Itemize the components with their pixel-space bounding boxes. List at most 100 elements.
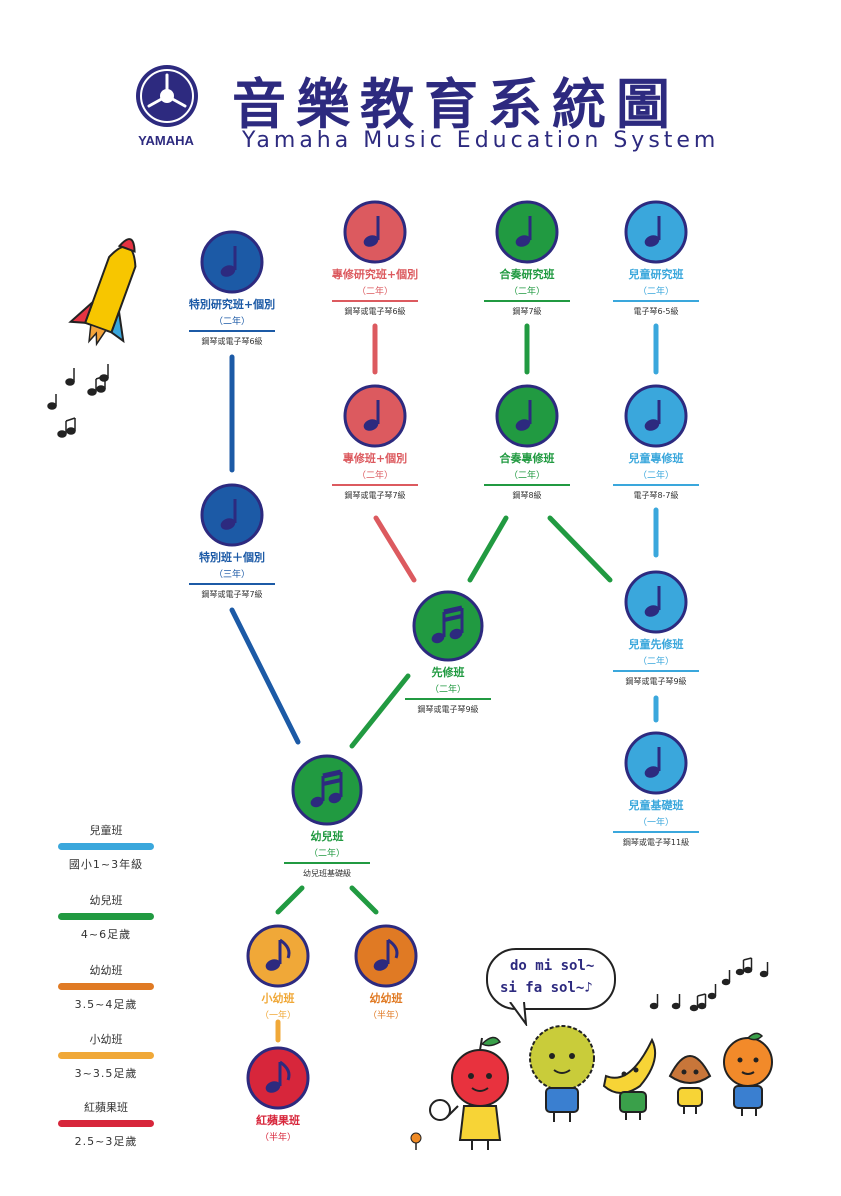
node-label-tebie_yanjiu: 特別研究班+個別 （二年） 鋼琴或電子琴6級	[157, 296, 307, 347]
node-xiaoyou	[246, 924, 310, 988]
node-label-hezou_zhuanxiu: 合奏專修班（二年）鋼琴8級	[452, 450, 602, 501]
legend-color-bar	[58, 983, 154, 990]
node-divider	[405, 698, 491, 700]
rocket-music-notes	[47, 364, 109, 438]
speech-bubble: do mi sol~ si fa sol~♪	[486, 948, 616, 1010]
node-label-zhuanxiu: 專修班+個別（二年）鋼琴或電子琴7級	[300, 450, 450, 501]
legend-age: 4~6足歲	[80, 928, 132, 941]
node-label-tebie: 特別班＋個別（三年）鋼琴或電子琴7級	[157, 549, 307, 600]
node-duration: （二年）	[213, 317, 250, 327]
legend-name: 紅蘋果班	[84, 1101, 128, 1114]
node-name: 特別研究班+個別	[188, 298, 276, 311]
legend-age: 2.5~3足歲	[74, 1135, 138, 1148]
node-circle-zhuanxiu	[343, 384, 407, 448]
quarter-note-icon	[515, 216, 532, 247]
node-divider	[613, 484, 699, 486]
eighth-note-icon	[373, 938, 399, 971]
node-label-zhuanxiu_yanjiu: 專修研究班+個別（二年）鋼琴或電子琴6級	[300, 266, 450, 317]
node-hongpingguo	[246, 1046, 310, 1110]
node-circle-ertong_jichu	[624, 731, 688, 795]
connector-segment-1	[467, 515, 509, 583]
chestnut-character	[668, 1055, 712, 1114]
legend-name: 小幼班	[89, 1033, 123, 1046]
node-level: 鋼琴7級	[512, 307, 542, 316]
durian-character	[529, 1025, 595, 1122]
node-ertong_yanjiu	[624, 200, 688, 264]
connector-lines	[229, 323, 659, 1043]
node-label-xianxiu: 先修班（二年）鋼琴或電子琴9級	[373, 664, 523, 715]
node-level: 鋼琴或電子琴9級	[625, 677, 687, 686]
legend-color-bar	[58, 1052, 154, 1059]
flower-doodle	[410, 1132, 422, 1150]
node-duration: （二年）	[508, 471, 545, 481]
orange-character	[723, 1032, 773, 1116]
node-label-hongpingguo: 紅蘋果班 （半年）	[203, 1112, 353, 1143]
node-divider	[332, 484, 418, 486]
characters-music-notes	[649, 957, 769, 1012]
node-name: 兒童基礎班	[628, 799, 684, 812]
connector-segment-6	[349, 885, 379, 915]
node-divider	[613, 670, 699, 672]
node-tebie_yanjiu	[200, 230, 264, 294]
node-name: 兒童研究班	[628, 268, 684, 281]
node-level: 鋼琴或電子琴6級	[201, 337, 263, 346]
page-title: 音樂教育系統圖	[232, 73, 680, 136]
node-youyou	[354, 924, 418, 988]
node-duration: （二年）	[637, 287, 674, 297]
node-divider	[613, 831, 699, 833]
eighth-note-icon	[265, 1060, 291, 1093]
node-duration: （二年）	[508, 287, 545, 297]
eighth-notes-icon	[310, 769, 343, 808]
quarter-note-icon	[363, 216, 380, 247]
quarter-note-icon	[515, 400, 532, 431]
node-name: 先修班	[431, 666, 465, 679]
node-circles	[200, 200, 688, 1110]
node-duration: （二年）	[637, 471, 674, 481]
connector-segment-4	[349, 673, 411, 749]
node-circle-ertong_zhuanxiu	[624, 384, 688, 448]
connector-segment-5	[275, 885, 305, 915]
node-circle-hezou_yanjiu	[495, 200, 559, 264]
legend-item: 小幼班 3~3.5足歲	[58, 1031, 154, 1081]
quarter-note-icon	[644, 400, 661, 431]
page-subtitle: Yamaha Music Education System	[242, 128, 720, 153]
speech-bubble-line-2: si fa sol~♪	[500, 980, 593, 996]
node-ertong_jichu	[624, 731, 688, 795]
node-name: 紅蘋果班	[256, 1114, 300, 1127]
node-duration: （一年）	[259, 1011, 296, 1021]
node-name: 幼幼班	[369, 992, 403, 1005]
node-duration: （二年）	[429, 685, 466, 695]
legend-item: 紅蘋果班 2.5~3足歲	[58, 1099, 154, 1149]
connector-segment-0	[373, 515, 417, 583]
legend-age: 3~3.5足歲	[74, 1067, 138, 1080]
node-level: 鋼琴或電子琴11級	[622, 838, 690, 847]
legend-name: 幼幼班	[89, 964, 123, 977]
node-duration: （半年）	[259, 1133, 296, 1143]
node-label-youer: 幼兒班（二年）幼兒班基礎級	[252, 828, 402, 879]
node-duration: （二年）	[637, 657, 674, 667]
node-zhuanxiu_yanjiu	[343, 200, 407, 264]
node-name: 小幼班	[261, 992, 295, 1005]
speech-bubble-line-1: do mi sol~	[510, 958, 595, 974]
node-label-ertong_zhuanxiu: 兒童專修班（二年）電子琴8-7級	[581, 450, 731, 501]
legend-age: 國小1~3年級	[68, 858, 144, 871]
node-divider	[332, 300, 418, 302]
node-duration: （二年）	[356, 287, 393, 297]
node-name: 合奏研究班	[499, 268, 555, 281]
node-circle-hezou_zhuanxiu	[495, 384, 559, 448]
node-circle-zhuanxiu_yanjiu	[343, 200, 407, 264]
node-circle-hongpingguo	[246, 1046, 310, 1110]
node-ertong_xianxiu	[624, 570, 688, 634]
node-circle-xiaoyou	[246, 924, 310, 988]
node-circle-youyou	[354, 924, 418, 988]
legend-color-bar	[58, 913, 154, 920]
node-divider	[484, 300, 570, 302]
apple-character	[429, 1036, 509, 1150]
node-duration: （一年）	[637, 818, 674, 828]
node-hezou_zhuanxiu	[495, 384, 559, 448]
node-name: 特別班＋個別	[199, 551, 265, 564]
node-circle-youer	[291, 754, 363, 826]
node-label-xiaoyou: 小幼班 （一年）	[203, 990, 353, 1021]
